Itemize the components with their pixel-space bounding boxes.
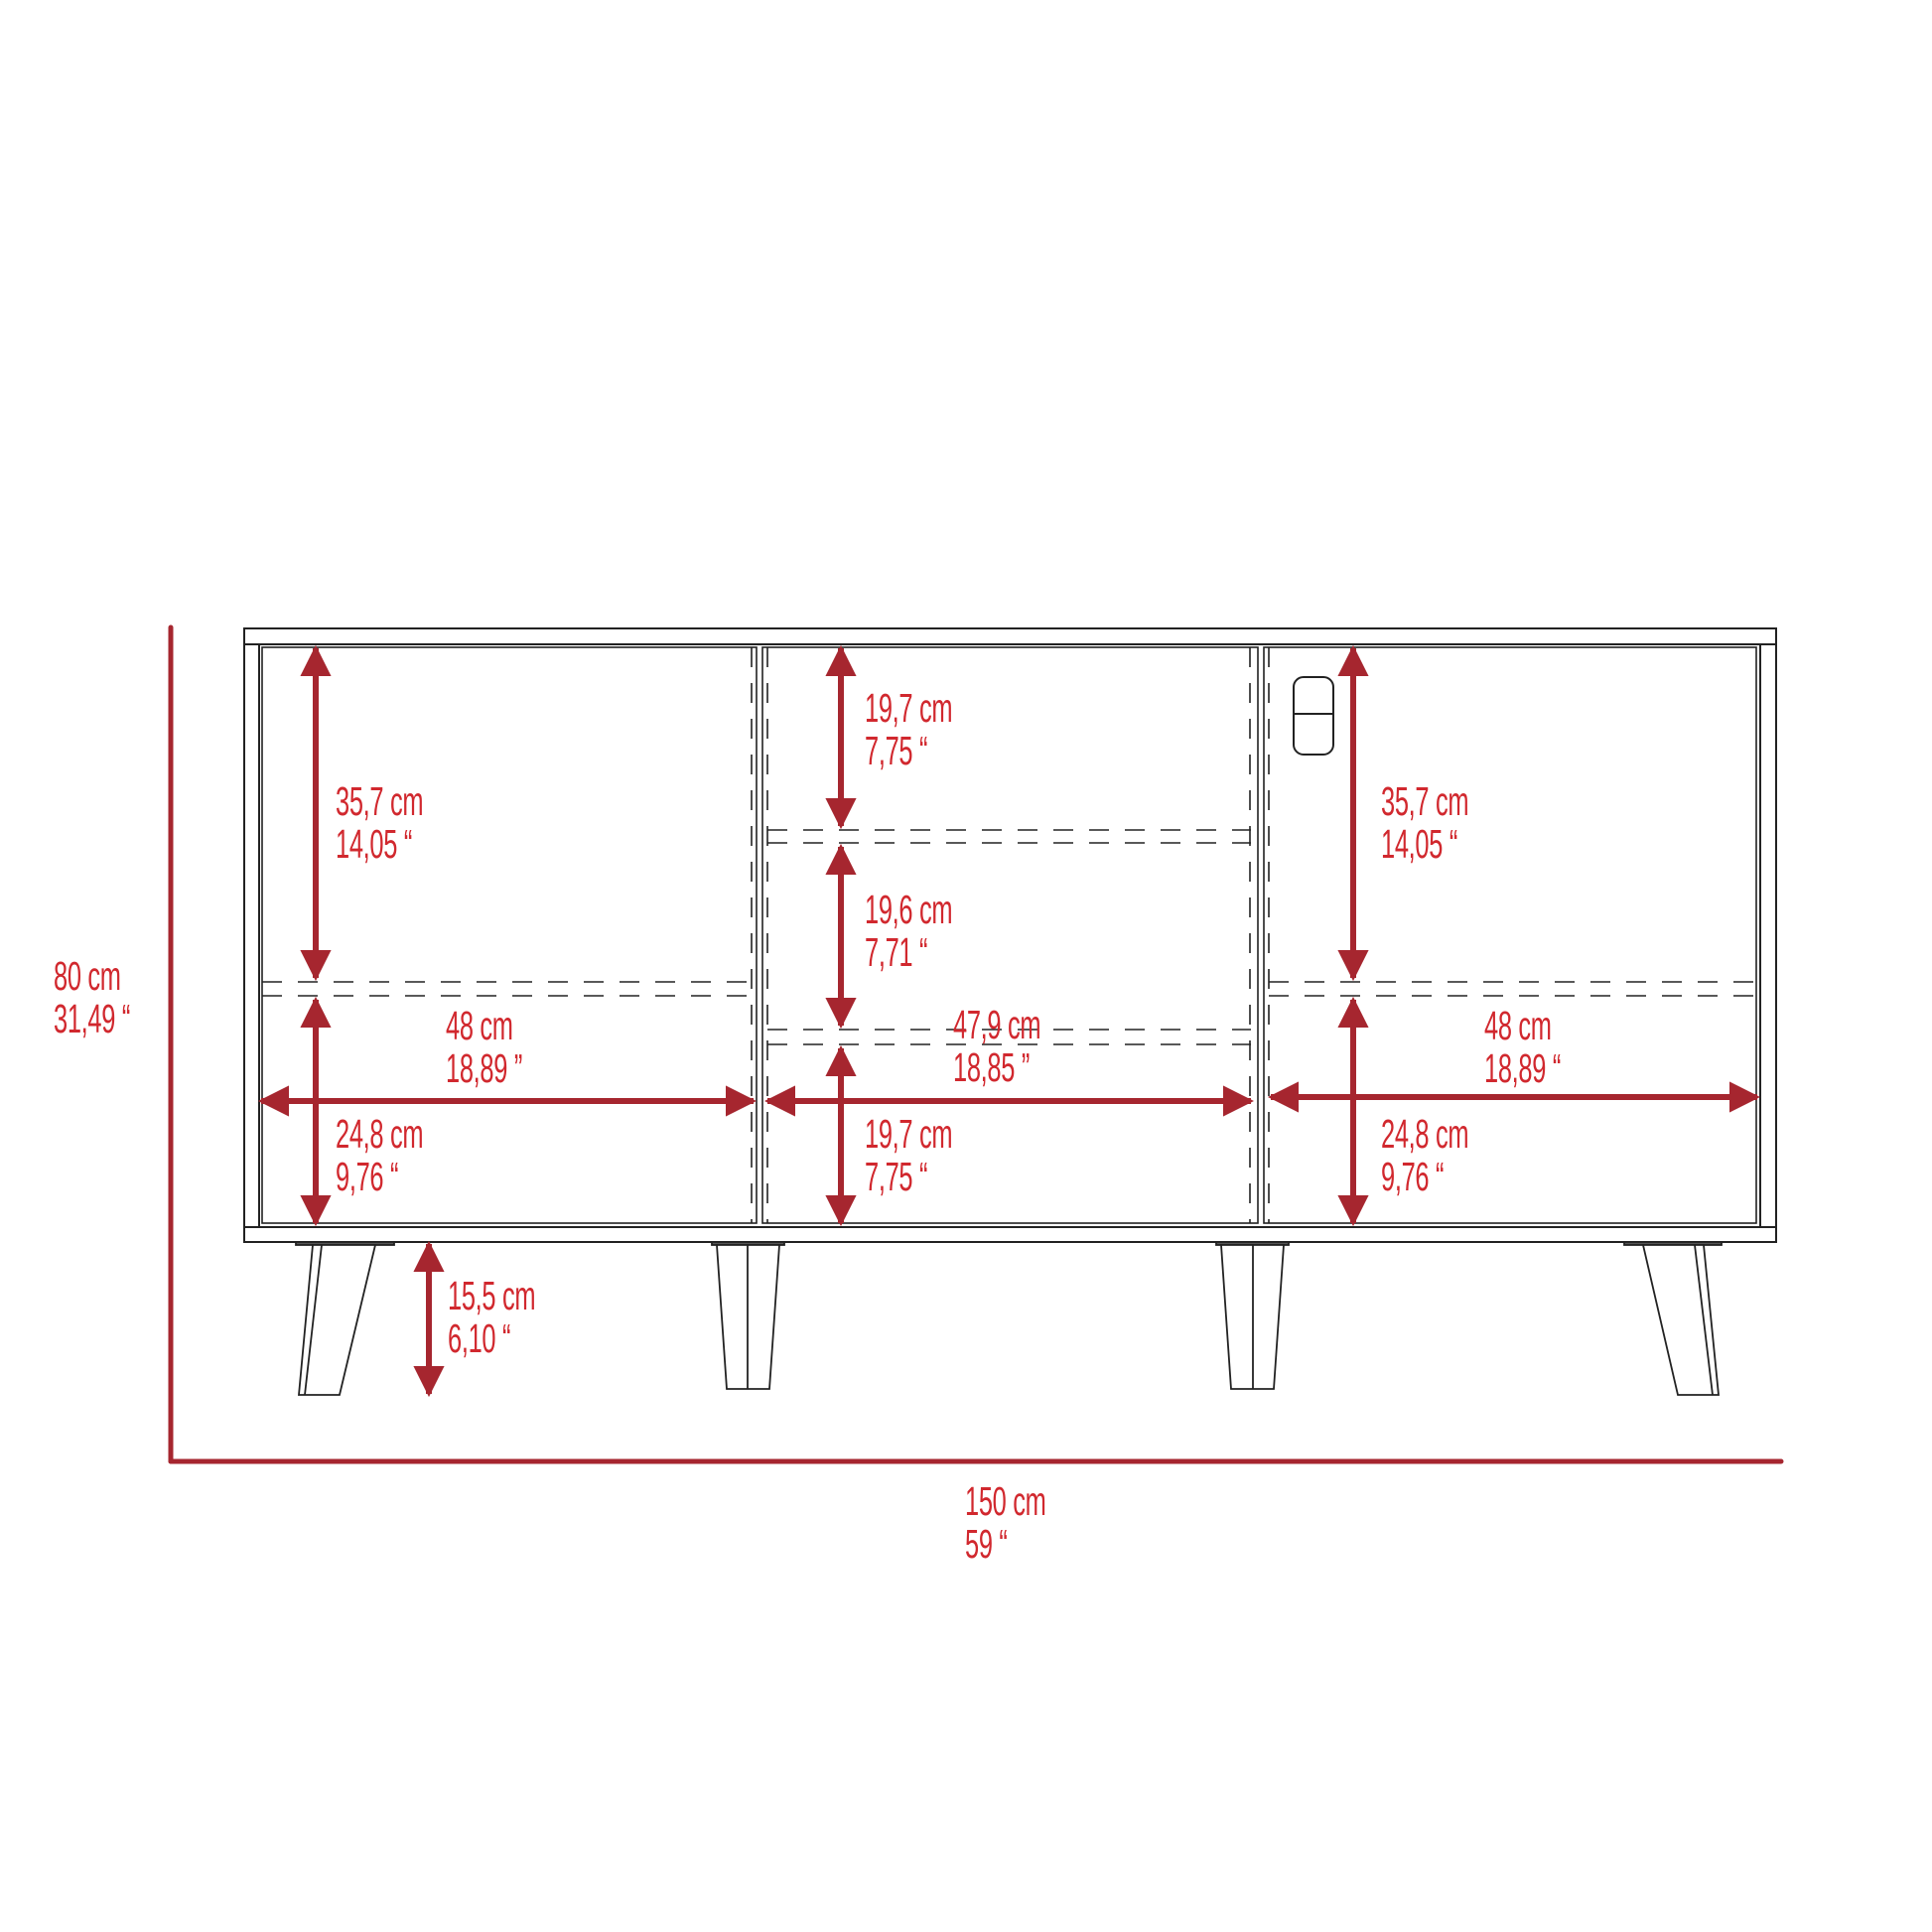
- left-width-in: 18,89 ”: [446, 1045, 522, 1091]
- middle-bottom-height-in: 7,75 “: [865, 1154, 928, 1199]
- leg-height-in: 6,10 “: [448, 1315, 511, 1361]
- leg-height-cm: 15,5 cm: [448, 1273, 536, 1318]
- right-door: [1263, 646, 1757, 1224]
- right-lower-height-label: 24,8 cm 9,76 “: [1381, 1111, 1469, 1199]
- right-width-cm: 48 cm: [1484, 1003, 1552, 1048]
- door-handle: [1293, 676, 1334, 756]
- right-upper-height-label: 35,7 cm 14,05 “: [1381, 778, 1469, 867]
- overall-height-cm: 80 cm: [54, 953, 121, 999]
- middle-opening: [761, 646, 1259, 1224]
- overall-width-in: 59 “: [965, 1521, 1008, 1567]
- middle-width-in: 18,85 ”: [953, 1044, 1030, 1090]
- left-width-cm: 48 cm: [446, 1003, 513, 1048]
- right-lower-height-cm: 24,8 cm: [1381, 1111, 1469, 1157]
- middle-mid-height-cm: 19,6 cm: [865, 887, 953, 932]
- compartments: [261, 646, 1757, 1224]
- leg-middle-left: [711, 1241, 785, 1390]
- cabinet: [243, 627, 1777, 1243]
- left-door: [261, 646, 758, 1224]
- overall-width-label: 150 cm 59 “: [965, 1480, 1046, 1566]
- middle-width-cm: 47,9 cm: [953, 1002, 1041, 1047]
- right-lower-height-in: 9,76 “: [1381, 1154, 1445, 1199]
- middle-top-height-label: 19,7 cm 7,75 “: [865, 685, 953, 773]
- cabinet-outer: [243, 627, 1777, 1243]
- left-lower-height-cm: 24,8 cm: [336, 1111, 424, 1157]
- overall-dimension-lines: [168, 624, 1784, 1464]
- right-upper-height-in: 14,05 “: [1381, 821, 1457, 867]
- leg-front-left: [295, 1241, 395, 1396]
- left-width-label: 48 cm 18,89 ”: [446, 1005, 522, 1090]
- overall-height-in: 31,49 “: [54, 996, 130, 1041]
- leg-height-label: 15,5 cm 6,10 “: [448, 1273, 536, 1361]
- legs: [295, 1241, 1723, 1396]
- left-upper-height-in: 14,05 “: [336, 821, 412, 867]
- leg-front-right: [1623, 1241, 1723, 1396]
- middle-top-height-cm: 19,7 cm: [865, 685, 953, 731]
- overall-height-label: 80 cm 31,49 “: [54, 955, 130, 1040]
- left-upper-height-label: 35,7 cm 14,05 “: [336, 778, 424, 867]
- overall-width-cm: 150 cm: [965, 1478, 1046, 1524]
- middle-bottom-height-label: 19,7 cm 7,75 “: [865, 1111, 953, 1199]
- middle-width-label: 47,9 cm 18,85 ”: [953, 1002, 1041, 1090]
- dimension-arrows: [257, 644, 1761, 1398]
- right-width-label: 48 cm 18,89 “: [1484, 1005, 1561, 1090]
- right-width-in: 18,89 “: [1484, 1045, 1561, 1091]
- left-lower-height-label: 24,8 cm 9,76 “: [336, 1111, 424, 1199]
- middle-top-height-in: 7,75 “: [865, 728, 928, 773]
- leg-middle-right: [1215, 1241, 1290, 1390]
- right-upper-height-cm: 35,7 cm: [1381, 778, 1469, 824]
- left-upper-height-cm: 35,7 cm: [336, 778, 424, 824]
- middle-mid-height-label: 19,6 cm 7,71 “: [865, 887, 953, 975]
- middle-bottom-height-cm: 19,7 cm: [865, 1111, 953, 1157]
- middle-mid-height-in: 7,71 “: [865, 929, 928, 975]
- hidden-lines: [262, 647, 1756, 1223]
- left-lower-height-in: 9,76 “: [336, 1154, 399, 1199]
